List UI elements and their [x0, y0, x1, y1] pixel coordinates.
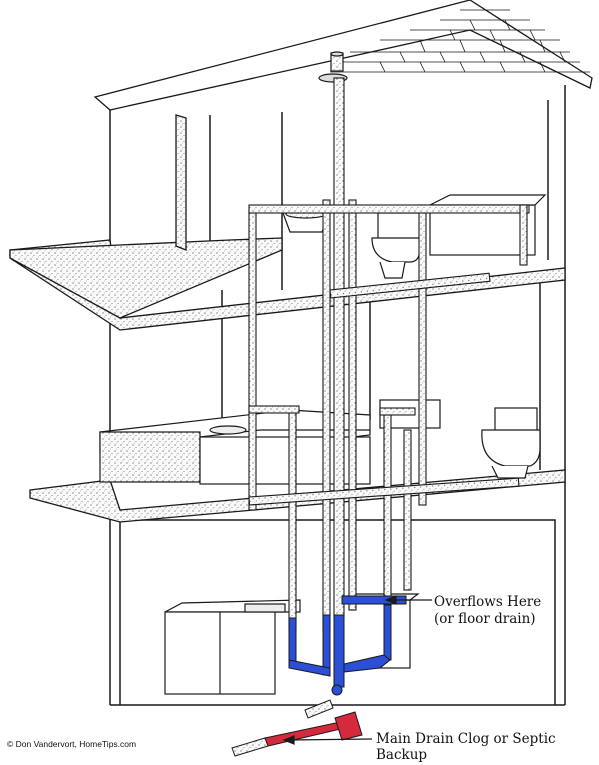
- backup-water: [288, 595, 407, 696]
- overflow-callout-line2: (or floor drain): [434, 611, 536, 627]
- overflow-callout: Overflows Here (or floor drain): [434, 594, 541, 628]
- house-walls: [109, 85, 566, 706]
- main-drain-clog: [231, 699, 363, 757]
- middle-fixtures: [99, 399, 541, 485]
- drain-vent-pipes: [248, 77, 530, 631]
- overflow-callout-line1: Overflows Here: [434, 594, 542, 610]
- clog-callout: Main Drain Clog or Septic Backup: [376, 731, 556, 763]
- overflow-arrow: [384, 595, 432, 605]
- copyright-credit: © Don Vandervort, HomeTips.com: [7, 739, 137, 749]
- clog-arrow: [282, 735, 373, 745]
